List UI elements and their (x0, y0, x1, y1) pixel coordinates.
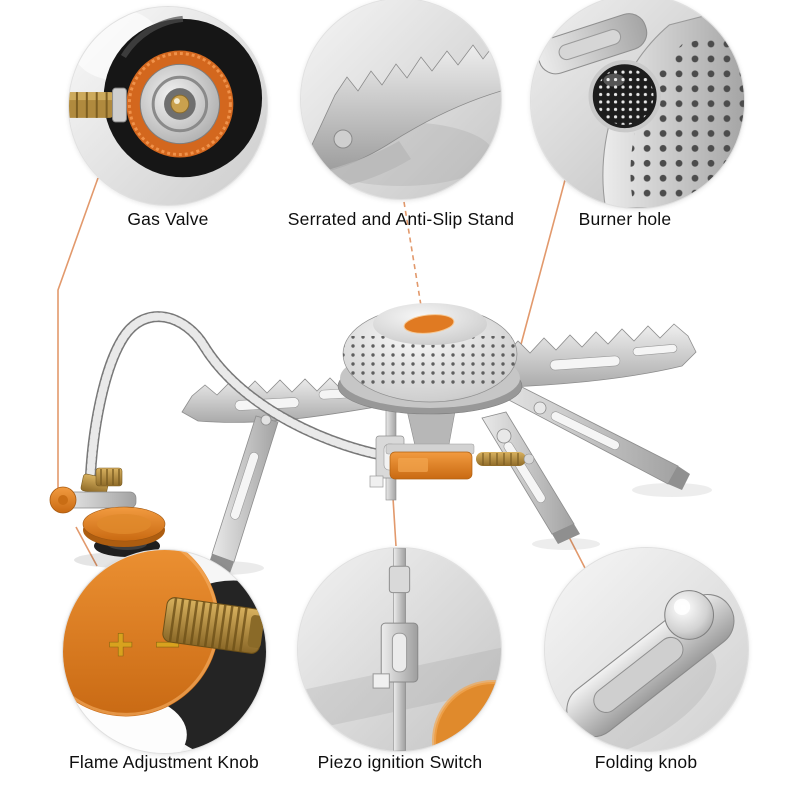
flame-knob-photo: + − (62, 549, 267, 754)
flame-adjustment-knob (95, 467, 123, 487)
folding-leg-front (481, 411, 580, 544)
braided-fuel-hose (84, 311, 404, 492)
piezo-switch-photo (297, 547, 502, 752)
stove-photo (49, 303, 712, 575)
serrated-support-arm-right (471, 323, 697, 389)
serrated-stand-photo (300, 0, 502, 200)
burner-head (337, 303, 523, 415)
connector-line-gas-valve (57, 177, 99, 492)
callout-label-folding-knob: Folding knob (594, 752, 698, 772)
folding-knob-photo (544, 547, 749, 752)
callout-label-flame-adjustment-knob: Flame Adjustment Knob (69, 752, 259, 772)
plus-mark: + (108, 621, 134, 670)
brand-badge (403, 314, 455, 334)
burner-regulator (385, 405, 535, 480)
callout-label-serrated-stand: Serrated and Anti-Slip Stand (287, 209, 515, 229)
gas-valve-assembly (49, 467, 166, 557)
connector-line-flame-knob (75, 526, 98, 567)
connector-line-piezo-switch (392, 497, 397, 547)
callout-label-piezo-ignition-switch: Piezo ignition Switch (317, 752, 483, 772)
callout-label-burner-hole: Burner hole (578, 209, 672, 229)
gas-valve-photo (68, 6, 268, 206)
callout-label-gas-valve: Gas Valve (127, 209, 209, 229)
burner-hole-photo (530, 0, 745, 209)
